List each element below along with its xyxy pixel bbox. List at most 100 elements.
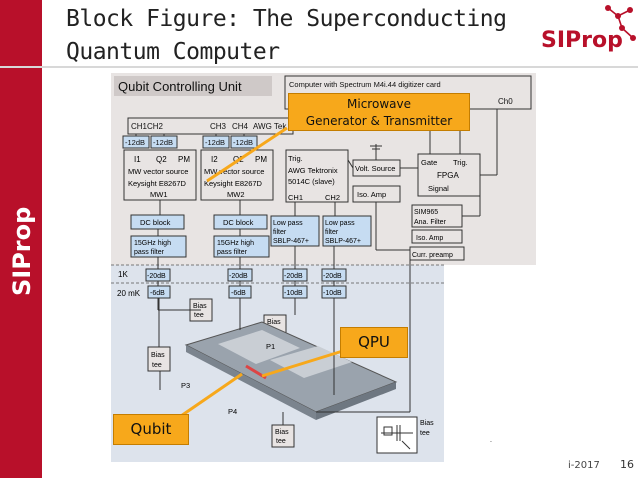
mw2-pm: PM [255,155,267,164]
dc-block-2-label: DC block [223,218,254,227]
hpf-2-line2: pass filter [217,249,248,256]
atten-6-a-label: -6dB [150,290,165,297]
qcu-label: Qubit Controlling Unit [118,79,242,94]
sim965-line2: Ana. Filter [414,219,447,226]
atten-20-a-label: -20dB [147,273,166,280]
mw1-q: Q2 [156,155,167,164]
port-p4: P4 [228,407,237,416]
title-line-1: Block Figure: The Superconducting [66,6,507,32]
qcu-header [114,76,272,96]
iso-amp2-label: Iso. Amp [416,235,443,242]
awg-line1: AWG Tektronix [288,166,338,175]
sidebar-band [0,0,42,478]
qpu-arrow [261,348,347,378]
mw2-box [200,149,274,201]
awg-ch1: CH1 [288,193,303,202]
hpf-1-line1: 15GHz high [134,240,171,247]
computer-label: Computer with Spectrum M4i.44 digitizer … [289,80,441,89]
stage-20mk-label: 20 mK [117,289,141,298]
ch1ch2-label: CH1CH2 [131,122,164,131]
title-line-2: Quantum Computer [66,39,280,65]
fpga-signal: Signal [428,184,449,193]
microwave-callout-line1: Microwave [347,97,411,111]
microwave-callout: Microwave Generator & Transmitter [288,93,470,131]
awg-ch2: CH2 [325,193,340,202]
fpga-box [417,153,481,197]
qubit-arrow [177,372,243,420]
bias-tee-3-l2: tee [152,362,162,369]
lpf-2-line2: filter [325,229,339,236]
bias-tee-5-l2: tee [420,430,430,437]
lpf-2-line3: SBLP-467+ [325,238,361,245]
atten-10-a-label: -10dB [284,290,303,297]
atten-12-a-label: -12dB [125,138,145,147]
lpf-2 [322,215,372,247]
awg-tek-label: AWG Tek [253,122,287,131]
sidebar-brand: SIProp [8,207,36,296]
bias-tee-5-l1: Bias [420,420,434,427]
volt-source-label: Volt. Source [355,164,395,173]
awg-tek-box [285,149,349,203]
hpf-2-line1: 15GHz high [217,240,254,247]
atten-10-b-label: -10dB [323,290,342,297]
atten-20-b-label: -20dB [229,273,248,280]
bias-tee-1-l1: Bias [193,303,207,310]
lpf-1-line3: SBLP-467+ [273,238,309,245]
mw1-pm: PM [178,155,190,164]
stage-1k-label: 1K [118,270,128,279]
bias-tee-1-l2: tee [194,312,204,319]
microwave-callout-line2: Generator & Transmitter [305,114,453,128]
atten-12-b-label: -12dB [153,138,173,147]
atten-20-d-label: -20dB [323,273,342,280]
bias-tee-4-l1: Bias [275,429,289,436]
awg-line2: 5014C (slave) [288,177,335,186]
lpf-1-line2: filter [273,229,287,236]
dc-block-1-label: DC block [140,218,171,227]
fpga-gate: Gate [421,158,437,167]
atten-20-c-label: -20dB [284,273,303,280]
wiring [135,109,498,425]
sidebar-brand-text: SIProp [8,207,36,296]
sim965-line1: SIM965 [414,209,438,216]
stray-dot: . [490,437,492,444]
title-divider [0,66,638,68]
mw1-box [123,149,197,201]
atten-6-b-label: -6dB [231,290,246,297]
mw1-source: MW vector source [128,167,188,176]
mw2-i: I2 [211,155,218,164]
qpu-callout-label: QPU [358,333,390,351]
atten-12-d-label: -12dB [233,138,253,147]
mw1-name: MW1 [150,190,168,199]
bias-tee-3-l1: Bias [151,352,165,359]
mw2-name: MW2 [227,190,245,199]
slide-title: Block Figure: The Superconducting Quantu… [66,3,507,69]
logo-wordmark: SIProp [541,28,623,53]
ch3-label: CH3 [210,122,227,131]
bias-tee-2-l1: Bias [267,319,281,326]
mw1-i: I1 [134,155,141,164]
ch0-label: Ch0 [498,97,513,106]
fpga-label: FPGA [437,171,459,180]
logo-molecule-icon [605,5,636,41]
ch4-label: CH4 [232,122,249,131]
hpf-1-line2: pass filter [134,249,165,256]
qpu-callout: QPU [340,327,408,358]
hpf-2 [213,235,270,258]
curr-preamp-label: Curr. preamp [412,252,453,259]
lpf-1-line1: Low pass [273,220,303,227]
fpga-trig: Trig. [453,158,468,167]
microwave-arrow [206,126,288,183]
lpf-2-line1: Low pass [325,220,355,227]
lpf-1 [270,215,320,247]
iso-amp-label: Iso. Amp [357,190,386,199]
mw1-model: Keysight E8267D [128,179,187,188]
port-p1: P1 [266,342,275,351]
iso-amp2-box [411,229,463,244]
footer-event: i-2017 [568,460,600,471]
atten-12-c-label: -12dB [205,138,225,147]
port-p3: P3 [181,381,190,390]
curr-preamp-box [409,246,465,261]
qubit-callout-label: Qubit [130,420,172,438]
mw2-source: MW vector source [204,167,264,176]
